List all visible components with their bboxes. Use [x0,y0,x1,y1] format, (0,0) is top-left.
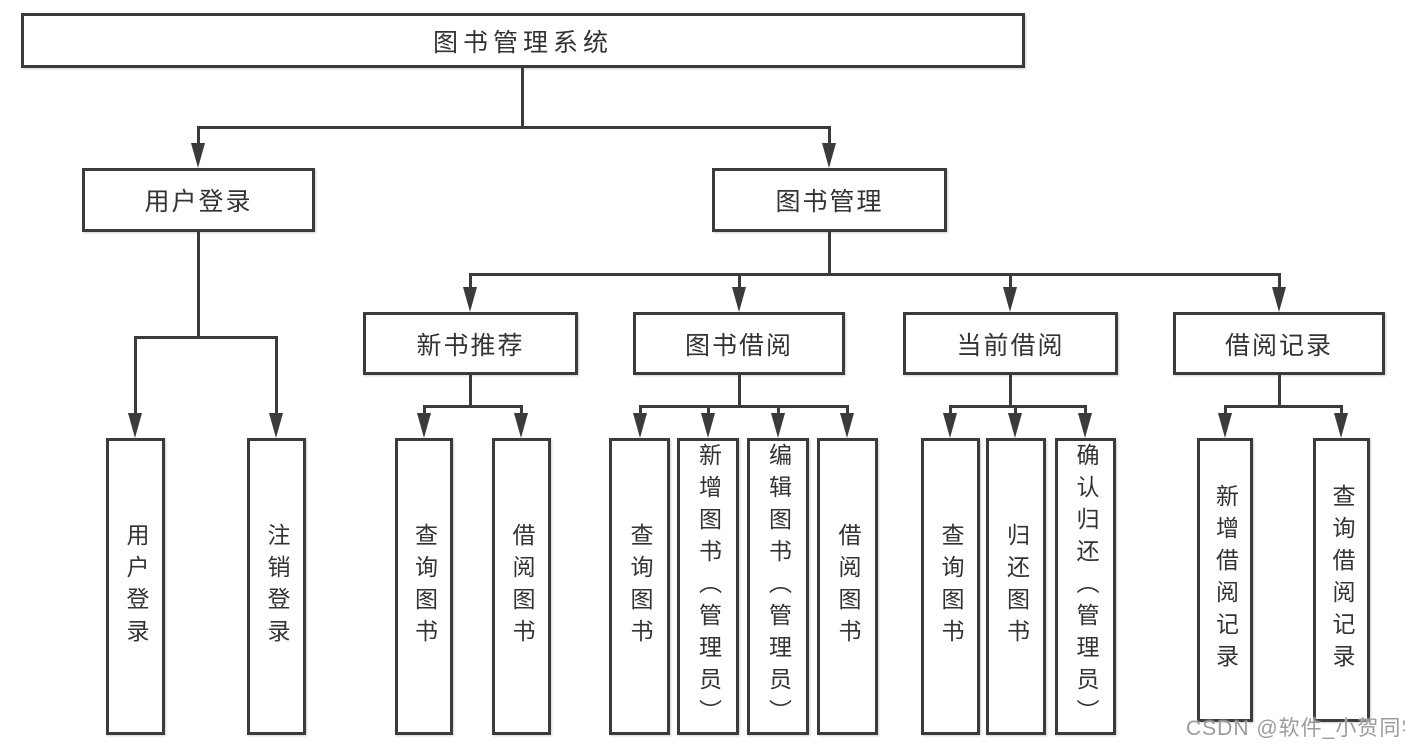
node-borrow-records: 借阅记录 [1173,312,1385,375]
leaf-query-borrow-record: 查询借阅记录 [1313,438,1370,722]
edge-leaf-drop [846,405,849,417]
arrowhead-icon [822,143,836,168]
node-borrow-records-label: 借阅记录 [1224,331,1333,360]
leaf-query-books-2-label: 查询图书 [627,522,653,651]
leaf-add-borrow-record: 新增借阅记录 [1197,438,1253,722]
edge-userlogin-stub [197,232,200,336]
leaf-query-books-1: 查询图书 [395,438,453,735]
edge-userlogin-drop-1 [134,336,137,416]
node-new-book-recommend: 新书推荐 [363,312,578,375]
node-book-borrow: 图书借阅 [633,312,845,375]
node-user-login: 用户登录 [82,168,315,232]
edge-leaf-drop [949,405,952,417]
arrowhead-icon [191,143,205,168]
edge-currentborrow-branch [949,405,1087,408]
edge-leaf-drop [1340,405,1343,417]
arrowhead-icon [128,413,142,438]
watermark: CSDN @软件_小贺同学 [1186,717,1405,740]
edge-l2-branch [197,126,831,129]
leaf-query-borrow-record-label: 查询借阅记录 [1329,484,1355,676]
arrowhead-icon [732,287,746,312]
leaf-edit-books-admin: 编辑图书（管理员） [747,438,809,735]
leaf-confirm-return-admin-label: 确认归还（管理员） [1073,442,1099,731]
node-user-login-label: 用户登录 [144,188,253,216]
edge-l3-drop-1 [469,273,472,289]
arrowhead-icon [1272,287,1286,312]
arrowhead-icon [771,413,785,438]
edge-leaf-drop [1084,405,1087,417]
leaf-user-login: 用户登录 [106,438,165,735]
node-new-book-recommend-label: 新书推荐 [416,331,525,360]
node-root: 图书管理系统 [21,13,1025,68]
leaf-query-books-3-label: 查询图书 [938,522,964,651]
edge-leaf-drop [777,405,780,417]
arrowhead-icon [463,287,477,312]
edge-leaf-drop [423,405,426,417]
leaf-add-books-admin-label: 新增图书（管理员） [695,442,722,731]
edge-userlogin-drop-2 [275,336,278,416]
arrowhead-icon [943,413,957,438]
leaf-logout-label: 注销登录 [264,522,290,651]
arrowhead-icon [1334,413,1348,438]
edge-l2-drop-2 [828,126,831,146]
edge-l2-drop-1 [197,126,200,146]
arrowhead-icon [514,413,528,438]
edge-l3-drop-2 [738,273,741,289]
node-root-label: 图书管理系统 [432,28,613,57]
leaf-borrow-books-2: 借阅图书 [817,438,878,735]
edge-borrowrecords-stub [1278,375,1281,405]
edge-userlogin-branch [134,336,278,339]
edge-newbook-stub [469,375,472,405]
leaf-edit-books-admin-label: 编辑图书（管理员） [765,442,792,731]
leaf-add-borrow-record-label: 新增借阅记录 [1212,484,1239,676]
leaf-logout: 注销登录 [247,438,306,735]
edge-leaf-drop [707,405,710,417]
leaf-return-books-label: 归还图书 [1003,522,1030,651]
leaf-query-books-1-label: 查询图书 [411,522,438,651]
arrowhead-icon [1003,287,1017,312]
arrowhead-icon [633,413,647,438]
arrowhead-icon [840,413,854,438]
leaf-borrow-books-1: 借阅图书 [492,438,551,735]
leaf-borrow-books-1-label: 借阅图书 [509,522,535,651]
edge-bookborrow-branch [639,405,849,408]
arrowhead-icon [417,413,431,438]
edge-root-stub [521,68,524,126]
arrowhead-icon [1078,413,1092,438]
leaf-return-books: 归还图书 [986,438,1046,735]
arrowhead-icon [269,413,283,438]
arrowhead-icon [701,413,715,438]
edge-l3-branch [469,273,1281,276]
arrowhead-icon [1218,413,1232,438]
edge-leaf-drop [520,405,523,417]
edge-l3-drop-4 [1278,273,1281,289]
edge-leaf-drop [639,405,642,417]
edge-borrowrecords-branch [1224,405,1343,408]
edge-newbook-branch [423,405,522,408]
leaf-borrow-books-2-label: 借阅图书 [835,522,861,651]
edge-bookborrow-stub [738,375,741,405]
node-current-borrow-label: 当前借阅 [956,331,1065,360]
leaf-query-books-3: 查询图书 [921,438,980,735]
edge-bookmgmt-stub [828,232,831,273]
leaf-confirm-return-admin: 确认归还（管理员） [1055,438,1116,735]
node-current-borrow: 当前借阅 [903,312,1118,375]
leaf-query-books-2: 查询图书 [609,438,670,735]
leaf-user-login-label: 用户登录 [123,522,149,651]
arrowhead-icon [1008,413,1022,438]
edge-currentborrow-stub [1009,375,1012,405]
edge-leaf-drop [1224,405,1227,417]
leaf-add-books-admin: 新增图书（管理员） [677,438,739,735]
node-book-management-label: 图书管理 [775,188,884,216]
edge-l3-drop-3 [1009,273,1012,289]
edge-leaf-drop [1014,405,1017,417]
node-book-management: 图书管理 [712,168,947,232]
node-book-borrow-label: 图书借阅 [684,331,793,360]
